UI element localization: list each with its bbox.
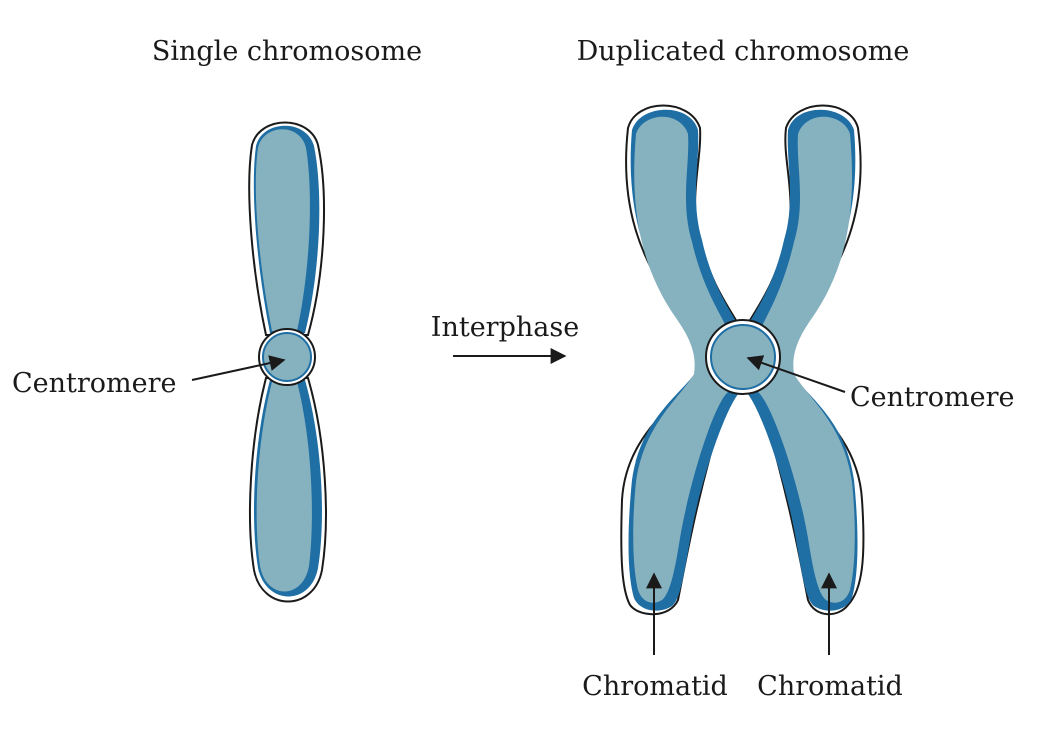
duplicated-chromosome — [620, 104, 865, 616]
right-chromatid — [744, 109, 858, 611]
interphase-label: Interphase — [431, 312, 579, 343]
single-chromosome-upper-arm — [248, 121, 325, 336]
single-chromosome — [248, 121, 327, 603]
centromere-label-right: Centromere — [850, 382, 1015, 413]
centromere-pointer-right — [746, 355, 846, 393]
centromere-pointer-left — [191, 355, 286, 381]
chromatid-label-right: Chromatid — [757, 671, 903, 702]
single-chromosome-lower-arm — [249, 377, 327, 603]
chromatid-label-left: Chromatid — [582, 671, 728, 702]
duplicated-centromere — [705, 319, 781, 395]
left-chromatid — [628, 109, 742, 611]
single-centromere — [258, 328, 316, 386]
duplicated-chromosome-title: Duplicated chromosome — [577, 36, 910, 67]
single-chromosome-title: Single chromosome — [152, 36, 422, 67]
centromere-label-left: Centromere — [12, 368, 177, 399]
